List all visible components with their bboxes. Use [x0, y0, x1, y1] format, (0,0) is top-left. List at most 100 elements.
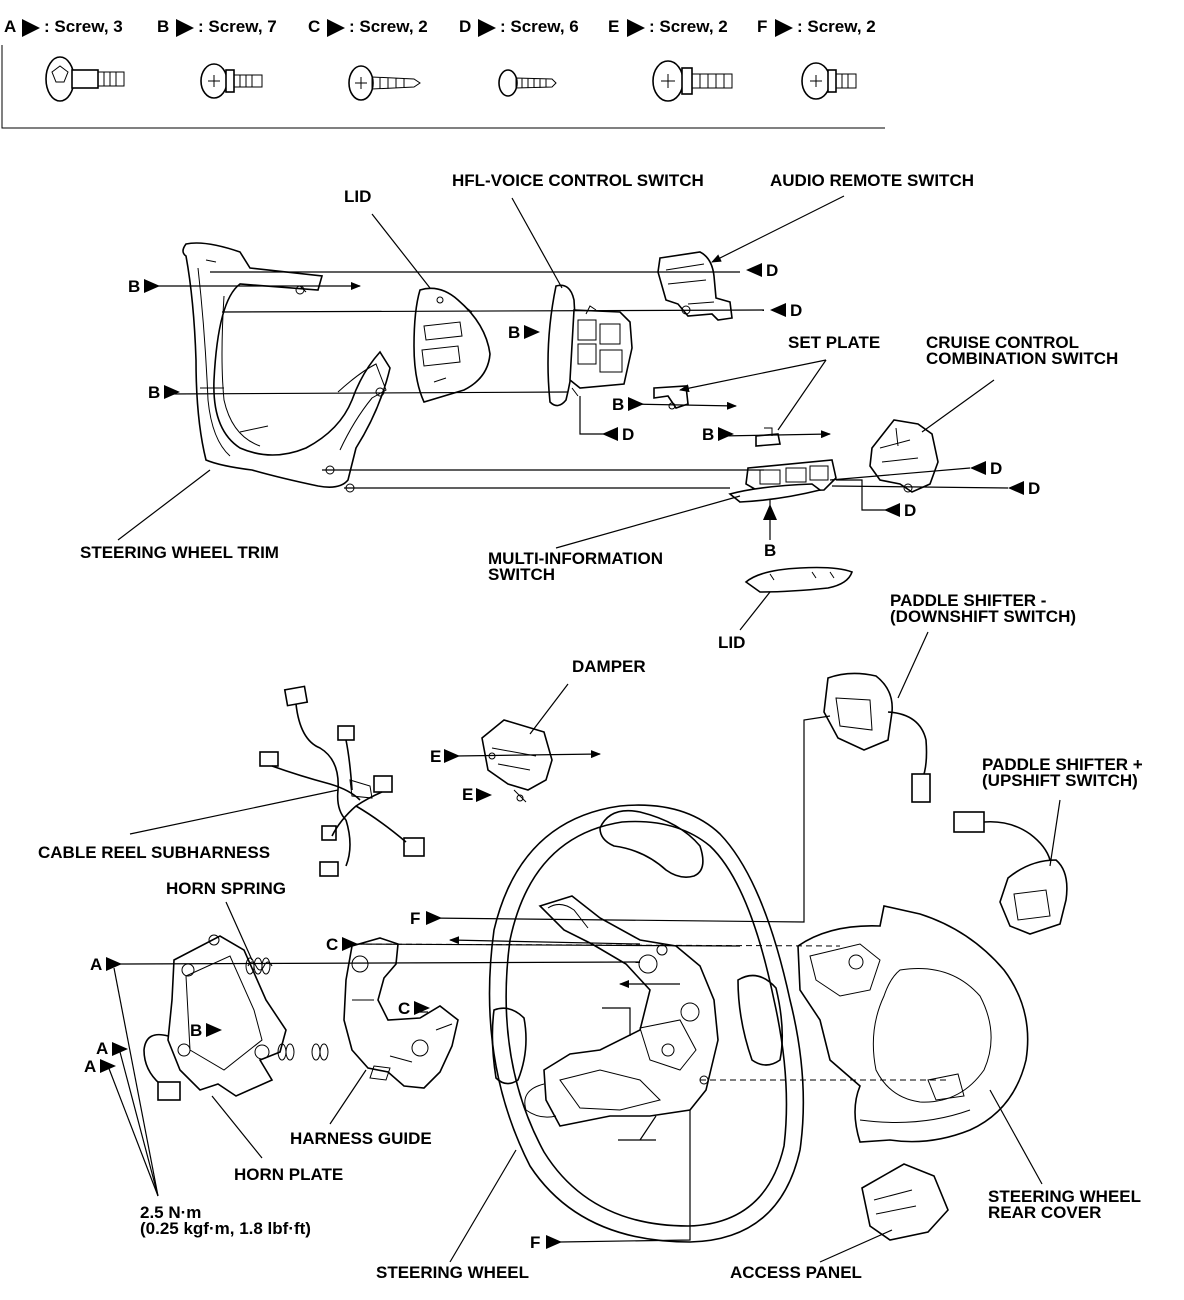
callout-c-1: C [326, 935, 338, 954]
callout-b-4: B [612, 395, 624, 414]
legend-item-e: E : Screw, 2 [608, 17, 728, 37]
legend-text-e: : Screw, 2 [649, 17, 728, 36]
leader-paddle-down [897, 631, 929, 699]
legend-item-f: F : Screw, 2 [757, 17, 876, 37]
top-lid [413, 287, 491, 403]
label-multi-information-1: MULTI-INFORMATION [488, 549, 663, 568]
label-audio-remote-switch: AUDIO REMOTE SWITCH [770, 171, 974, 190]
leader-lid-bottom [739, 591, 771, 631]
label-paddle-down-1: PADDLE SHIFTER - [890, 591, 1046, 610]
label-multi-information-2: SWITCH [488, 565, 555, 584]
callout-d-2: D [790, 301, 802, 320]
steering-wheel [488, 804, 805, 1243]
legend-item-c: C : Screw, 2 [308, 17, 428, 37]
legend-letter-a: A [4, 17, 16, 36]
bottom-lid [744, 566, 854, 593]
callout-d-1: D [766, 261, 778, 280]
callout-e-1: E [430, 747, 441, 766]
legend-letter-d: D [459, 17, 471, 36]
screw-b-icon [200, 63, 263, 99]
legend-text-f: : Screw, 2 [797, 17, 876, 36]
screw-a-icon [45, 56, 125, 102]
callout-b-7: B [190, 1021, 202, 1040]
callout-d-4: D [990, 459, 1002, 478]
leader-set-plate-a [679, 359, 827, 393]
label-paddle-up-1: PADDLE SHIFTER + [982, 755, 1143, 774]
paddle-shifter-upshift [953, 811, 1068, 935]
label-lid-top: LID [344, 187, 371, 206]
leader-horn-spring [225, 901, 253, 961]
cable-reel-subharness [259, 685, 425, 877]
label-cruise-control-1: CRUISE CONTROL [926, 333, 1079, 352]
legend-letter-e: E [608, 17, 619, 36]
leader-audio-remote [711, 195, 845, 263]
label-rear-cover-1: STEERING WHEEL [988, 1187, 1141, 1206]
label-paddle-down-2: (DOWNSHIFT SWITCH) [890, 607, 1076, 626]
access-panel [861, 1163, 949, 1241]
callout-d-6: D [904, 501, 916, 520]
leader-cable-reel [129, 789, 339, 835]
leader-damper [529, 683, 569, 735]
leader-torque-a2 [119, 1051, 159, 1197]
leader-paddle-up [1049, 799, 1061, 867]
leader-torque-a3 [107, 1065, 159, 1197]
callout-a-1: A [90, 955, 102, 974]
legend-text-c: : Screw, 2 [349, 17, 428, 36]
legend-letter-b: B [157, 17, 169, 36]
callout-f-1: F [410, 909, 420, 928]
legend-text-b: : Screw, 7 [198, 17, 277, 36]
legend-text-d: : Screw, 6 [500, 17, 579, 36]
callout-b-1: B [128, 277, 140, 296]
hfl-voice-control-switch [547, 284, 633, 407]
leader-lid-top [371, 213, 431, 289]
label-steering-wheel: STEERING WHEEL [376, 1263, 529, 1282]
label-torque-1: 2.5 N·m [140, 1203, 201, 1222]
callout-d-3: D [622, 425, 634, 444]
legend-arrow-a [22, 19, 40, 37]
callout-b-3: B [508, 323, 520, 342]
callout-a-2: A [96, 1039, 108, 1058]
callout-d-5: D [1028, 479, 1040, 498]
cruise-control-combination-switch [869, 419, 939, 493]
leader-torque-a1 [113, 967, 159, 1197]
label-cruise-control-2: COMBINATION SWITCH [926, 349, 1118, 368]
horn-plate [143, 934, 287, 1101]
legend-letter-c: C [308, 17, 320, 36]
damper [481, 719, 553, 803]
leader-hfl [511, 197, 563, 289]
leader-rear-cover [989, 1089, 1043, 1185]
leader-lines [107, 195, 1061, 1263]
legend-arrow-c [327, 19, 345, 37]
label-horn-spring: HORN SPRING [166, 879, 286, 898]
multi-information-switch [728, 459, 837, 503]
leader-set-plate-b [777, 359, 827, 431]
label-harness-guide: HARNESS GUIDE [290, 1129, 432, 1148]
paddle-shifter-downshift [823, 672, 931, 803]
leader-horn-plate [211, 1095, 263, 1159]
label-hfl-voice-control-switch: HFL-VOICE CONTROL SWITCH [452, 171, 704, 190]
set-plate-lower [755, 427, 781, 447]
steering-wheel-trim [182, 242, 391, 493]
legend-arrow-d [478, 19, 496, 37]
callout-a-3: A [84, 1057, 96, 1076]
fastener-callouts: B B B D D B D B D D D B E [84, 261, 1040, 1252]
screw-c-icon [348, 65, 421, 101]
leader-harness-guide [329, 1069, 367, 1125]
label-torque-2: (0.25 kgf·m, 1.8 lbf·ft) [140, 1219, 311, 1238]
callout-b-5: B [702, 425, 714, 444]
callout-e-2: E [462, 785, 473, 804]
label-paddle-up-2: (UPSHIFT SWITCH) [982, 771, 1138, 790]
steering-wheel-rear-cover [797, 905, 1029, 1143]
label-lid-bottom: LID [718, 633, 745, 652]
leader-multi-info [555, 495, 741, 549]
legend-arrow-b [176, 19, 194, 37]
callout-b-6: B [764, 541, 776, 560]
label-horn-plate: HORN PLATE [234, 1165, 343, 1184]
callout-b-2: B [148, 383, 160, 402]
leader-steering-wheel [449, 1149, 517, 1263]
screw-d-icon [498, 69, 557, 97]
legend-item-d: D : Screw, 6 [459, 17, 579, 37]
legend-letter-f: F [757, 17, 767, 36]
harness-guide [343, 937, 459, 1089]
callout-f-2: F [530, 1233, 540, 1252]
